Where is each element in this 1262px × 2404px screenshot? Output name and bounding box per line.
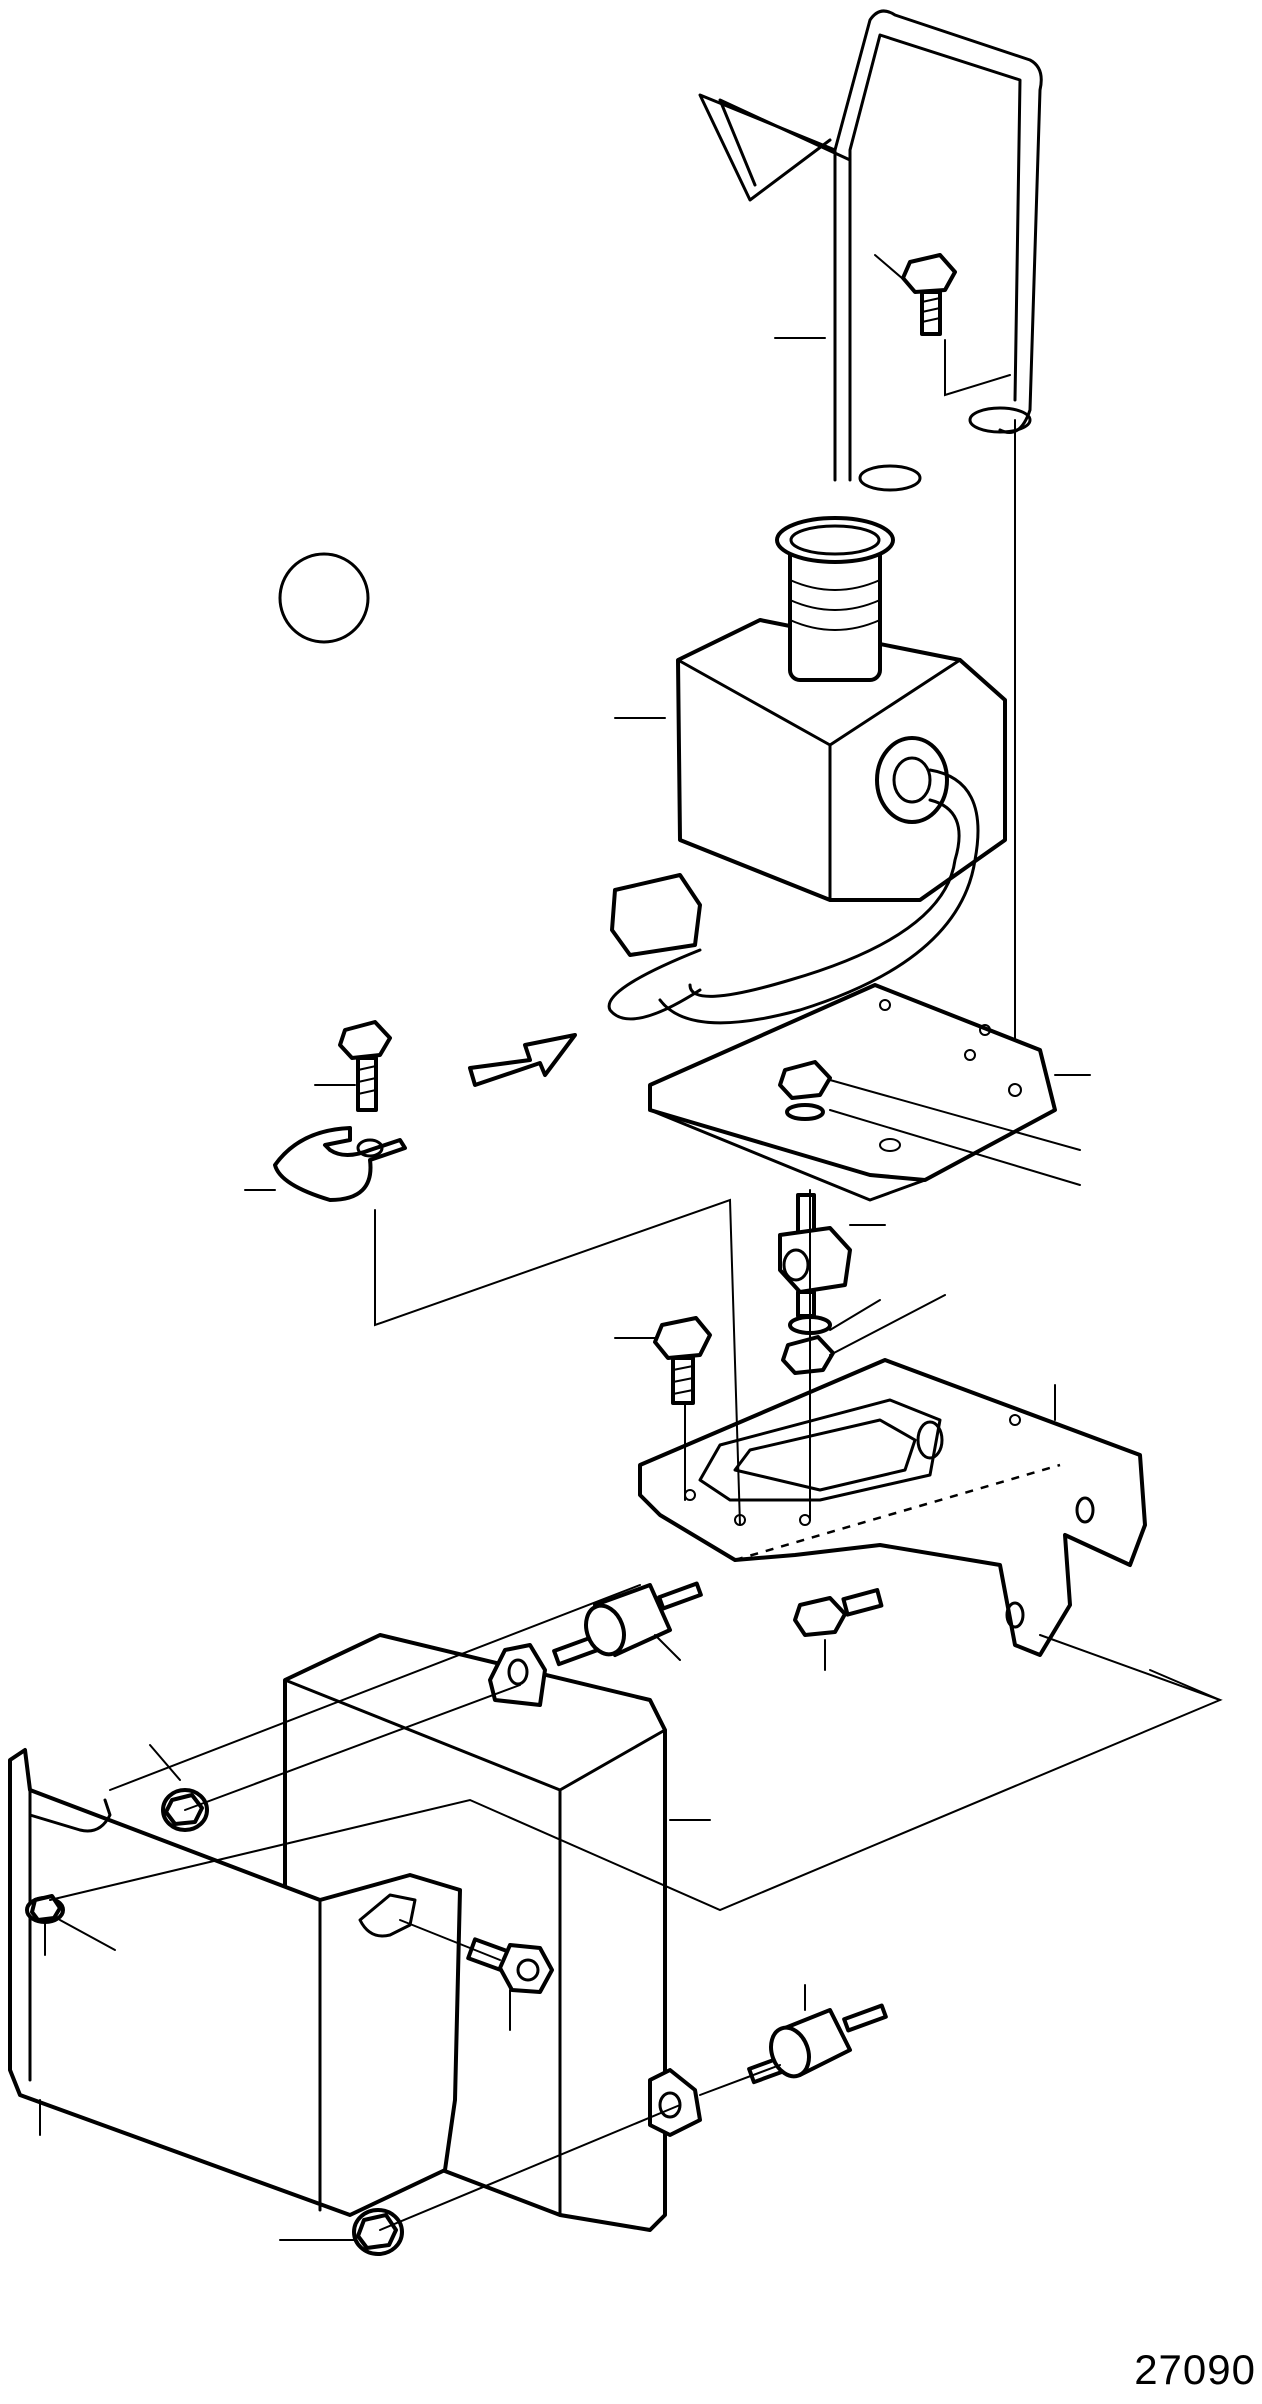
flange-nut-bottom xyxy=(352,2208,404,2256)
flange-nut-left xyxy=(25,1894,65,1924)
cover-panel xyxy=(8,1748,462,2217)
figure-number: 27090 xyxy=(1134,2346,1256,2393)
top-bolt xyxy=(901,253,957,336)
nut-washer-upper xyxy=(778,1060,832,1121)
reference-circle xyxy=(278,552,370,644)
hose xyxy=(607,768,980,1025)
bracket-bolt xyxy=(793,1588,884,1637)
bent-rod-handle xyxy=(698,9,1043,492)
mounting-plate xyxy=(648,983,1057,1202)
rubber-mount-horizontal-lower xyxy=(747,2003,888,2085)
reservoir-tank xyxy=(676,516,1007,902)
rubber-mount-horizontal-upper xyxy=(552,1581,703,1667)
leader-lines xyxy=(39,254,1223,2241)
long-bolt xyxy=(653,1316,712,1405)
direction-arrow xyxy=(468,1033,577,1087)
housing-lug-upper xyxy=(488,1643,547,1707)
hose-clamp xyxy=(273,1020,407,1202)
bracket xyxy=(638,1358,1147,1657)
housing-lug-lower xyxy=(648,2068,702,2137)
rubber-mount-vertical xyxy=(778,1193,852,1375)
